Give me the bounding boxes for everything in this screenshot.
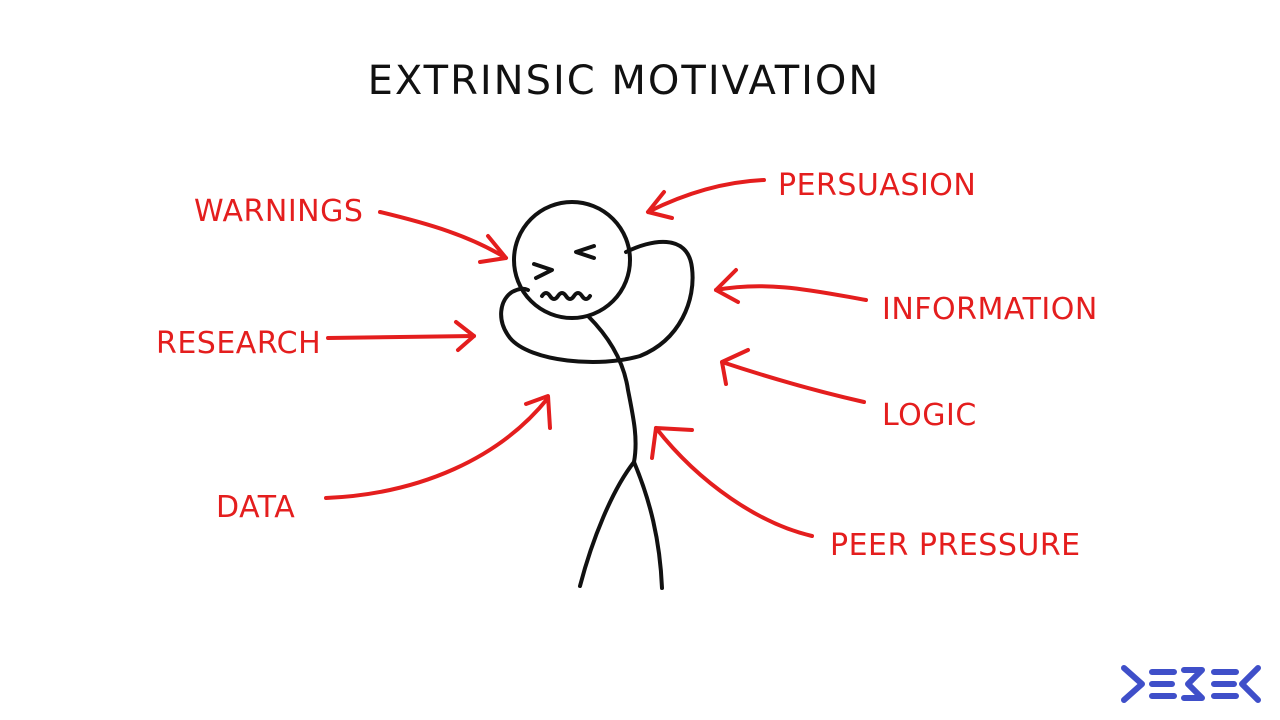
body-shape xyxy=(586,314,638,464)
label-warnings: WARNINGS xyxy=(194,194,364,229)
arrow-logic xyxy=(720,360,866,404)
arrowhead-warnings xyxy=(478,234,508,264)
arrowhead-data xyxy=(524,394,552,430)
left-eye-shape xyxy=(532,262,554,280)
left-leg-shape xyxy=(578,460,636,588)
arrowhead-peer-pressure xyxy=(650,426,694,460)
arrow-data xyxy=(324,396,550,500)
arms-shape xyxy=(499,239,695,364)
label-peer-pressure: PEER PRESSURE xyxy=(830,528,1081,563)
right-eye-shape xyxy=(574,244,596,260)
arrow-peer-pressure xyxy=(654,426,814,538)
label-data: DATA xyxy=(216,490,296,525)
mouth-shape xyxy=(540,291,592,301)
arrow-information xyxy=(714,284,868,302)
arrowhead-research xyxy=(454,320,476,352)
arrow-warnings xyxy=(378,210,508,260)
label-research: RESEARCH xyxy=(156,326,322,361)
right-leg-shape xyxy=(632,460,664,590)
arrowhead-persuasion xyxy=(646,190,674,220)
arrowhead-logic xyxy=(720,348,750,386)
label-persuasion: PERSUASION xyxy=(778,168,977,203)
label-information: INFORMATION xyxy=(882,292,1098,327)
head-shape xyxy=(512,200,632,320)
diagram-title: EXTRINSIC MOTIVATION xyxy=(367,58,881,104)
arrowhead-information xyxy=(714,268,740,304)
brand-logo-icon xyxy=(1121,665,1261,703)
arrow-research xyxy=(326,334,476,340)
arrow-persuasion xyxy=(646,178,766,214)
label-logic: LOGIC xyxy=(882,398,977,433)
